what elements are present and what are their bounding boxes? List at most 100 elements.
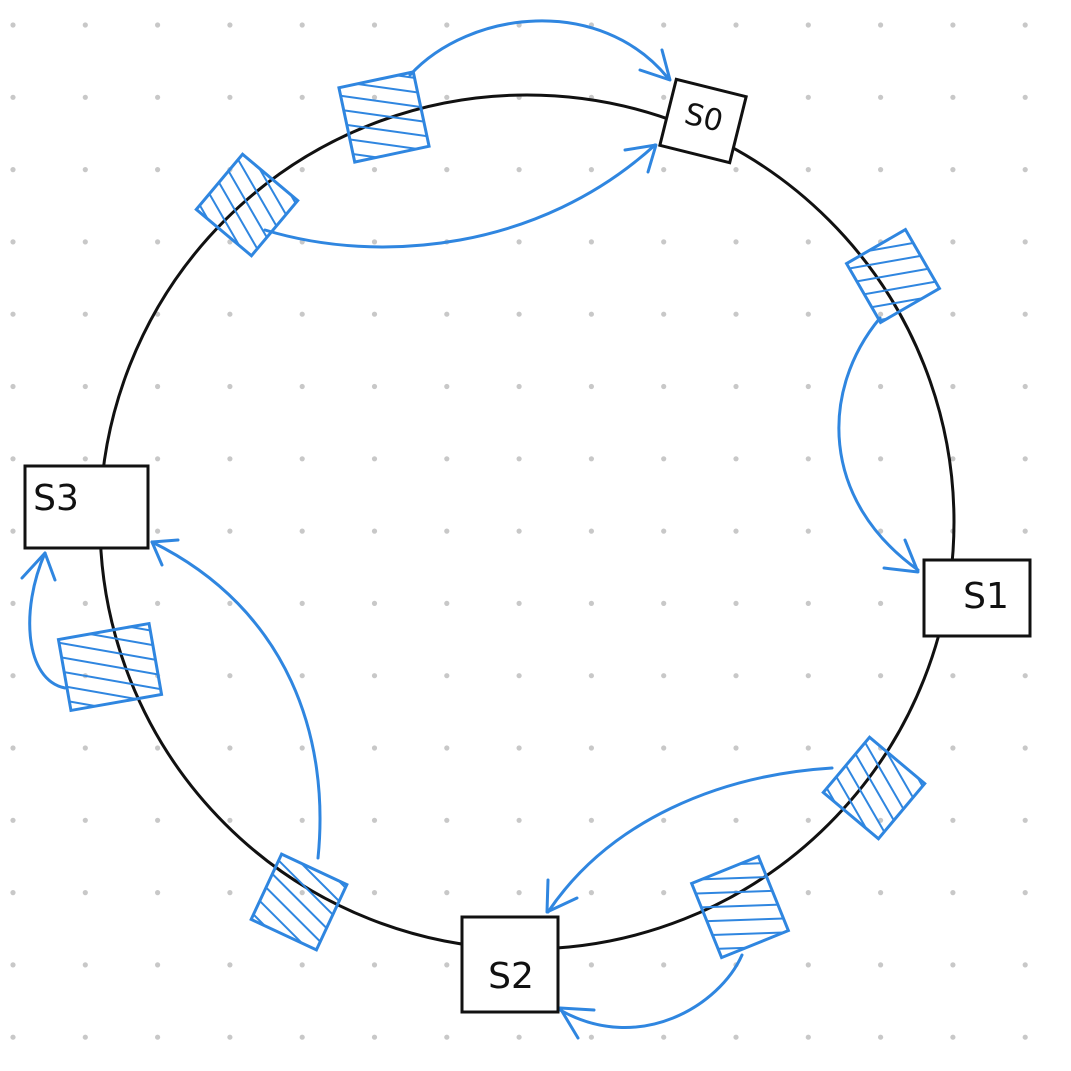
grid-dot — [661, 817, 667, 823]
grid-dot — [661, 22, 667, 28]
grid-dot — [950, 94, 956, 100]
grid-dot — [588, 962, 595, 968]
grid-dot — [661, 962, 667, 968]
grid-dot — [371, 383, 378, 390]
grid-dot — [1022, 311, 1028, 317]
grid-dot — [805, 456, 811, 462]
grid-dot — [588, 673, 595, 679]
grid-dot — [588, 239, 595, 245]
arrowhead — [150, 538, 180, 567]
arrow-key-to-s2-lower — [558, 953, 744, 1029]
grid-dot — [805, 239, 811, 245]
grid-dot — [444, 673, 450, 679]
grid-dot — [805, 745, 811, 751]
grid-dot — [82, 1034, 88, 1040]
grid-dot — [733, 600, 739, 607]
grid-dot — [516, 167, 522, 173]
key-marker — [844, 227, 942, 325]
grid-dot — [733, 673, 739, 679]
grid-dot — [10, 94, 16, 100]
grid-dot — [588, 890, 595, 896]
grid-dot — [950, 167, 956, 173]
grid-dot — [1022, 94, 1028, 100]
grid-dot — [661, 600, 667, 607]
grid-dot — [878, 673, 884, 679]
grid-dot — [371, 673, 378, 679]
grid-dot — [661, 890, 667, 896]
grid-dot — [1022, 239, 1028, 245]
grid-dot — [516, 383, 522, 390]
key-to-server-arrows — [20, 19, 920, 1040]
server-node-s2: S2 — [460, 915, 560, 1014]
server-label-s1: S1 — [963, 576, 1009, 617]
grid-dot — [733, 1034, 739, 1040]
arrowhead — [882, 538, 920, 574]
grid-dot — [10, 673, 16, 679]
grid-dot — [516, 817, 522, 823]
grid-dot — [588, 528, 595, 534]
grid-dot — [733, 528, 739, 534]
grid-dot — [733, 383, 739, 390]
grid-dot — [950, 456, 956, 462]
grid-dot — [227, 22, 233, 28]
grid-dot — [516, 311, 522, 317]
grid-dot — [444, 94, 450, 100]
grid-dot — [10, 890, 16, 896]
grid-dot — [805, 962, 811, 968]
server-label-s2: S2 — [488, 956, 534, 997]
grid-dot — [155, 383, 161, 390]
key-marker — [249, 852, 349, 952]
grid-dot — [10, 311, 16, 317]
grid-dot — [371, 817, 378, 823]
grid-dot — [1022, 673, 1028, 679]
grid-dot — [950, 1034, 956, 1040]
grid-dot — [950, 239, 956, 245]
arrowhead — [638, 48, 672, 82]
grid-dot — [805, 167, 811, 173]
grid-dot — [444, 817, 450, 823]
grid-dot — [82, 94, 88, 100]
arrowhead — [623, 143, 658, 174]
grid-dot — [661, 167, 667, 173]
arrow-key-to-s0-outer — [408, 19, 670, 80]
grid-dot — [82, 383, 88, 390]
grid-dot — [155, 962, 161, 968]
key-marker — [337, 70, 431, 164]
grid-dot — [227, 890, 233, 896]
grid-dot — [299, 311, 305, 317]
grid-dot — [516, 239, 522, 245]
arrow-key-to-s3-short — [28, 551, 67, 690]
grid-dot — [227, 1034, 233, 1040]
grid-dot — [1022, 383, 1028, 390]
grid-dot — [950, 383, 956, 390]
grid-dot — [1022, 167, 1028, 173]
server-nodes: S0 S1 S2 S3 — [23, 77, 1032, 1014]
grid-dot — [155, 22, 161, 28]
grid-dot — [371, 22, 378, 28]
grid-dot — [878, 528, 884, 534]
grid-dot — [588, 311, 595, 317]
grid-dot — [733, 167, 739, 173]
grid-dot — [82, 745, 88, 751]
grid-dot — [661, 456, 667, 462]
grid-dot — [516, 528, 522, 534]
grid-dot — [155, 817, 161, 823]
grid-dot — [227, 94, 233, 100]
grid-dot — [444, 528, 450, 534]
grid-dot — [805, 383, 811, 390]
grid-dot — [10, 383, 16, 390]
grid-dot — [661, 745, 667, 751]
grid-dot — [878, 383, 884, 390]
grid-dot — [155, 745, 161, 751]
grid-dot — [444, 383, 450, 390]
grid-dot — [661, 528, 667, 534]
grid-dot — [371, 239, 378, 245]
grid-dot — [516, 1034, 522, 1040]
grid-dot — [588, 817, 595, 823]
grid-dot — [227, 745, 233, 751]
grid-dot — [371, 456, 378, 462]
grid-dot — [82, 167, 88, 173]
grid-dot — [155, 239, 161, 245]
grid-dot — [588, 1034, 595, 1040]
grid-dot — [588, 600, 595, 607]
